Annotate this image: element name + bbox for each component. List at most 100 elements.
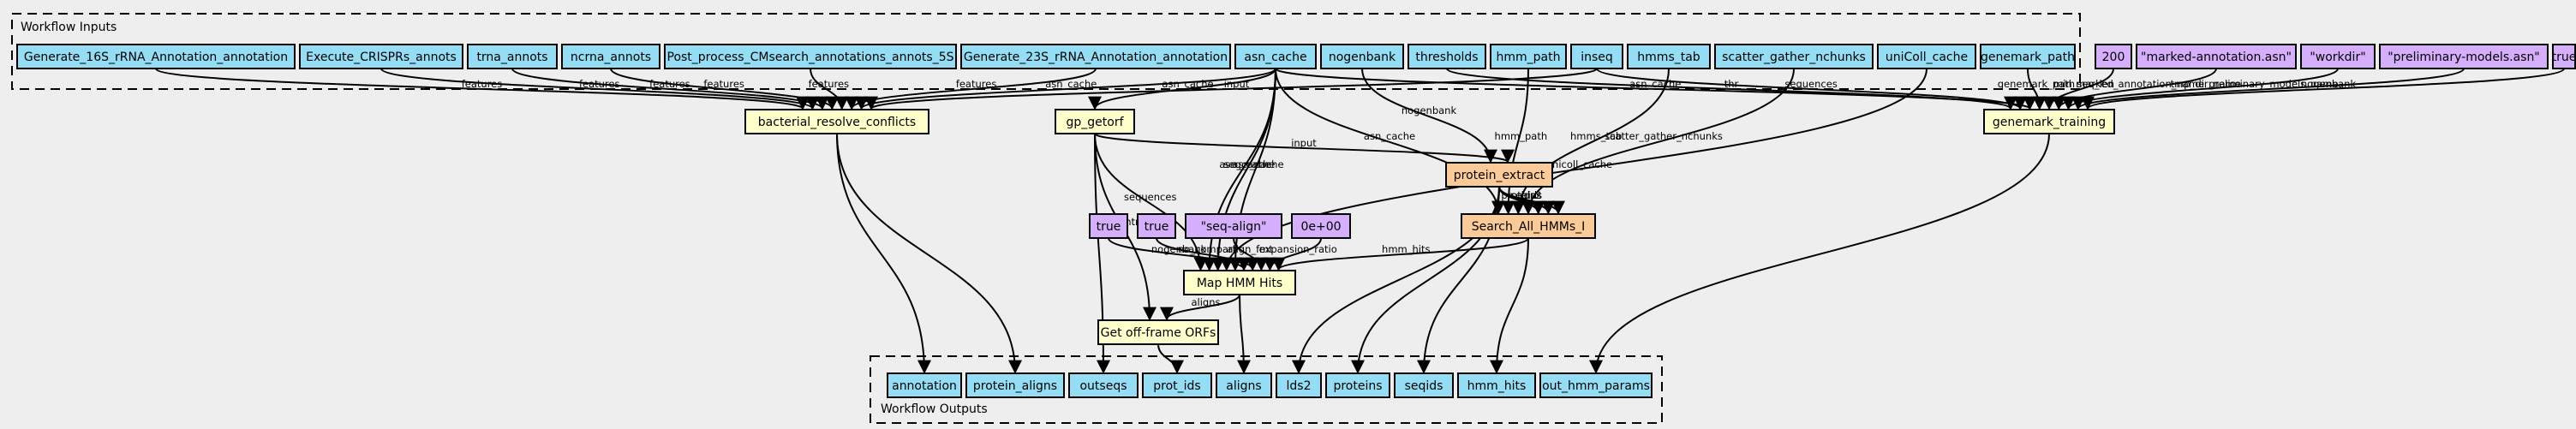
edge-hmmpath-to-searchall: hmm_path [1495,68,1547,215]
node-box [299,44,463,69]
node-box [1539,372,1653,398]
edge-brc-to-o_annotation [836,133,931,374]
output-node-protein-aligns: protein_aligns [965,372,1065,398]
node-label: aligns [1226,379,1261,393]
edge-label: features [956,78,997,90]
constant-node-true: true [2552,44,2576,69]
edge-gpget-to-maphmm: sequences [1094,133,1208,271]
node-label: thresholds [1415,51,1478,64]
edge-postproc-to-brc: features [809,68,849,110]
edge-line [1157,343,1184,374]
node-label: Generate_23S_rRNA_Annotation_annotation [964,51,1228,64]
node-box [2552,44,2576,69]
edge-protext-to-searchall: lds2 [1498,186,1565,215]
workflow-inputs-title: Workflow Inputs [21,21,117,34]
output-node-hmm-hits: hmm_hits [1457,372,1536,398]
edge-line [810,68,849,110]
output-node-lds2: lds2 [1276,372,1322,398]
edge-ncrna-to-brc: features [610,68,840,110]
edge-label: min_seq_len [2053,78,2114,90]
node-label: nogenbank [1329,51,1396,64]
edge-label: thr [1724,78,1739,90]
workflow-outputs-title: Workflow Outputs [881,402,988,416]
node-box [2136,44,2297,69]
node-label: genemark_path [1981,51,2075,64]
node-label: gp_getorf [1066,116,1124,129]
node-label: lds2 [1287,379,1312,393]
node-box [887,372,962,398]
node-box [1068,372,1139,398]
edge-maphmm-to-o_aligns [1236,294,1251,374]
edge-label: asn_cache [1364,130,1415,142]
edge-line [1236,294,1251,374]
edge-line [155,68,810,110]
node-box [1055,109,1135,134]
node-box [2300,44,2376,69]
step-node-get-off-frame-orfs: Get off-frame ORFs [1097,319,1219,345]
edge-line [1361,68,1497,164]
edge-cseqalign-to-maphmm: align_fmt [1227,237,1273,271]
node-label: 0e+00 [1300,220,1341,234]
edge-offframe-to-o_protids [1157,343,1184,374]
node-label: annotation [892,379,957,393]
node-box [1325,372,1390,398]
edge-label: seq_cache [1223,158,1275,170]
edge-line [2081,68,2565,110]
step-node-map-hmm-hits: Map HMM Hits [1183,270,1296,295]
output-node-seqids: seqids [1394,372,1454,398]
edge-label: no_compart [1178,243,1237,255]
node-box [1089,213,1128,239]
edge-line [1511,68,1670,215]
constant-node-true: true [1089,213,1128,239]
node-box [1276,372,1322,398]
edge-line [1263,237,1322,271]
edge-label: hmms_tab [1570,130,1622,142]
node-box [467,44,558,69]
node-box [1461,213,1596,239]
node-box [1185,213,1282,239]
edge-line [1501,68,1529,215]
edge-line [2042,68,2114,110]
node-box [1570,44,1623,69]
edge-unicoll-to-maphmm: unicoll_cache [1219,68,1928,271]
step-node-bacterial-resolve-conflicts: bacterial_resolve_conflicts [744,109,929,134]
node-label: proteins [1333,379,1382,393]
node-box [1408,44,1486,69]
output-node-proteins: proteins [1325,372,1390,398]
edge-label: nogenbank [1402,104,1457,116]
edge-label: hmm_hits [1382,243,1430,255]
edge-ctrue2-to-maphmm: no_compart [1156,237,1260,271]
node-label: hmm_hits [1467,379,1527,393]
constant-node-0e-00: 0e+00 [1291,213,1351,239]
edge-label: preliminary_models_name [2208,78,2338,90]
edge-label: asn_cache [1045,78,1097,90]
edge-label: proteins [1501,189,1541,201]
input-node-generate-23s-rrna-annotation-annotation: Generate_23S_rRNA_Annotation_annotation [960,44,1231,69]
node-label: trna_annots [476,51,547,64]
constant-node-seq-align: "seq-align" [1185,213,1282,239]
edge-searchall-to-o_hmmhits [1490,237,1529,374]
node-label: Execute_CRISPRs_annots [306,51,457,64]
edge-line [1094,133,1208,271]
node-box [561,44,660,69]
edge-gmtrain-to-o_outhmm [1589,133,2050,374]
edge-line [836,133,1022,374]
input-node-ncrna-annots: ncrna_annots [561,44,660,69]
node-label: scatter_gather_nchunks [1722,51,1866,64]
node-box [1216,372,1272,398]
node-box [1445,162,1553,188]
node-box [2095,44,2132,69]
edge-line [1589,133,2050,374]
node-label: true [1145,220,1169,234]
node-label: prot_ids [1153,379,1200,393]
node-box [1980,44,2076,69]
node-box [1183,270,1296,295]
node-box [965,372,1065,398]
edge-line [511,68,829,110]
edge-label: nogenbank [2301,78,2357,90]
node-box [1714,44,1874,69]
edge-asncache-to-searchall: asn_cache [1275,68,1505,215]
node-label: Search_All_HMMs_I [1472,220,1586,234]
node-box [2379,44,2549,69]
